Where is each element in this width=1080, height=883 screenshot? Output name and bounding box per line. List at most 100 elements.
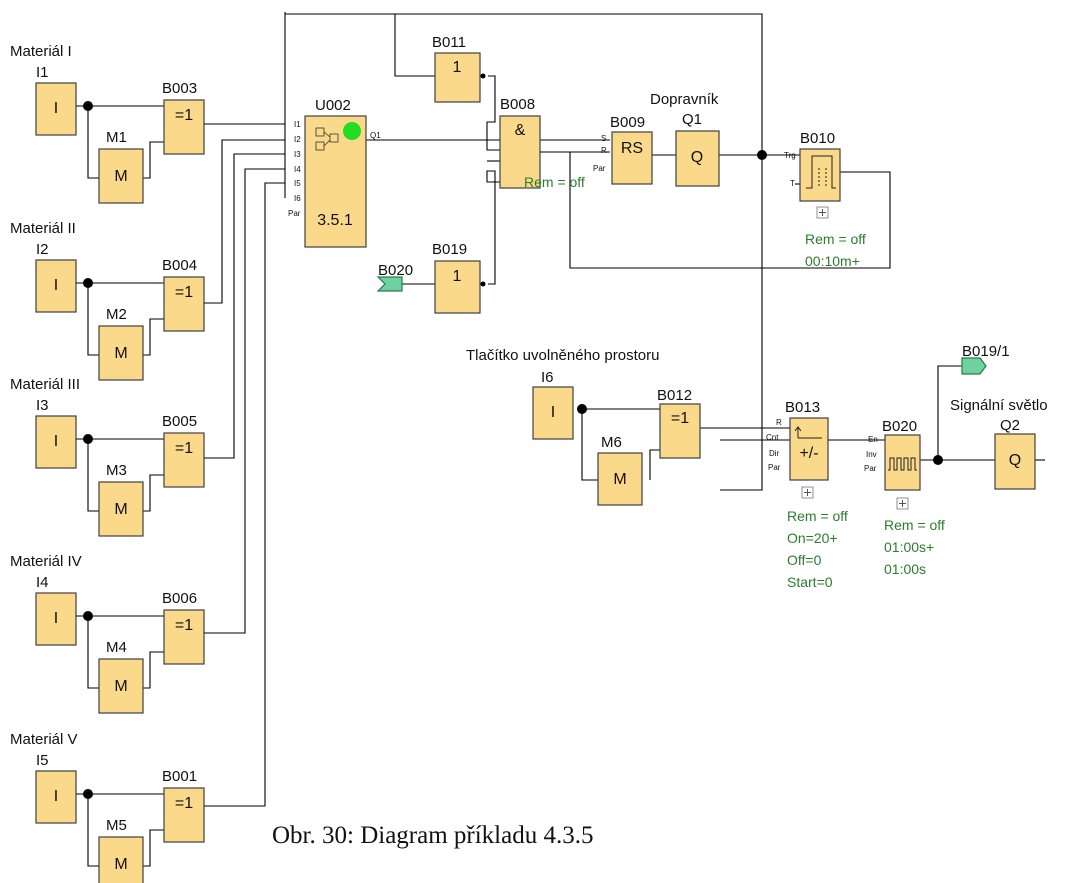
b009-pin-s: S [601,134,606,143]
output-block-q2[interactable]: Q2 Q [994,417,1036,490]
input-symbol: I [54,277,58,294]
xor-block-b012[interactable]: B012 =1 [657,387,701,459]
b008-symbol: & [515,122,526,139]
xor-name: B003 [162,80,197,97]
xor-block[interactable]: B001 =1 [162,768,205,843]
b013-param-off: Off=0 [787,552,822,568]
junction-dot [83,101,93,111]
output-block-q1[interactable]: Q1 Q [675,111,720,187]
b010-param-time: 00:10m+ [805,253,860,269]
b020-param-rem: Rem = off [884,517,945,533]
xor-name: B005 [162,413,197,430]
marker-block[interactable]: M3M [98,462,144,537]
q1-symbol: Q [691,149,703,166]
input-block[interactable]: I5I [35,752,77,824]
wires-to-udf [204,12,286,807]
marker-symbol: M [114,345,127,362]
pulse-block-b020[interactable]: B020 En Inv Par Rem = off 01:00s+ 01:00s [864,418,945,577]
junction-dot [83,611,93,621]
junction-dot [933,455,943,465]
b020-name: B020 [882,418,917,435]
udf-block-u002[interactable]: U002 I1 I2 I3 I4 I5 I6 Par Q1 3.5.1 [288,97,381,248]
i6-symbol: I [551,404,555,421]
xor-symbol: =1 [175,284,193,301]
xor-name: B006 [162,590,197,607]
marker-name: M2 [106,306,127,323]
xor-symbol: =1 [175,440,193,457]
marker-block[interactable]: M4M [98,639,144,714]
b013-name: B013 [785,399,820,416]
xor-block[interactable]: B005 =1 [162,413,205,488]
not-block-b011[interactable]: B011 1 [432,34,486,103]
m6-name: M6 [601,434,622,451]
m6-symbol: M [613,471,626,488]
button-input-i6[interactable]: I6 I [532,369,574,440]
input-block[interactable]: I3I [35,397,77,469]
xor-symbol: =1 [175,617,193,634]
pulse-train-icon [888,457,917,471]
b013-pin-dir: Dir [769,449,780,458]
material-title: Materiál IV [10,553,82,570]
q2-symbol: Q [1009,452,1021,469]
b013-pin-par: Par [768,463,781,472]
input-symbol: I [54,100,58,117]
b013-pin-r: R [776,418,782,427]
not-block-b019[interactable]: B019 1 [432,241,486,314]
b012-symbol: =1 [671,410,689,427]
wires-bottom [581,365,1045,481]
i6-name: I6 [541,369,554,386]
udf-pin-i4: I4 [294,165,301,174]
junction-dot [83,789,93,799]
marker-m6[interactable]: M6 M [597,434,643,506]
marker-name: M1 [106,129,127,146]
marker-name: M3 [106,462,127,479]
udf-pin-q1: Q1 [370,131,381,140]
b019-name: B019 [432,241,467,258]
and-block-b008[interactable]: B008 & [499,96,541,189]
marker-block[interactable]: M2M [98,306,144,381]
b008-name: B008 [500,96,535,113]
marker-name: M4 [106,639,127,656]
junction-dot [83,434,93,444]
material-title: Materiál V [10,731,78,748]
expand-icon[interactable] [801,486,814,499]
b010-param-rem: Rem = off [805,231,866,247]
xor-block[interactable]: B003 =1 [162,80,205,155]
b011-symbol: 1 [453,59,462,76]
flag-b019-output[interactable]: B019/1 [961,343,1010,375]
input-block[interactable]: I4I [35,574,77,646]
flag-b020-input[interactable]: B020 [376,262,413,292]
input-name: I4 [36,574,49,591]
counter-block-b013[interactable]: B013 R Cnt Dir Par +/- Rem = off On=20+ … [766,399,848,590]
input-block[interactable]: I2I [35,241,77,313]
b010-name: B010 [800,130,835,147]
marker-name: M5 [106,817,127,834]
xor-name: B001 [162,768,197,785]
xor-symbol: =1 [175,795,193,812]
button-title: Tlačítko uvolněného prostoru [466,347,659,364]
xor-block[interactable]: B004=1 [162,257,205,332]
flag-in-icon [376,276,403,292]
xor-block[interactable]: B006 =1 [162,590,205,665]
rs-block-b009[interactable]: B009 RS S R Par Rem = off [524,114,653,190]
marker-block[interactable]: M1M [98,129,144,204]
input-block[interactable]: I1I [35,64,77,136]
expand-icon[interactable] [896,497,909,510]
figure-caption: Obr. 30: Diagram příkladu 4.3.5 [272,822,593,849]
b009-name: B009 [610,114,645,131]
material-title: Materiál II [10,220,76,237]
q1-name: Q1 [682,111,702,128]
b009-pin-r: R [601,146,607,155]
input-group: Materiál IV I4I M4M B006 =1 [10,553,205,714]
expand-icon[interactable] [816,206,829,219]
b013-param-start: Start=0 [787,574,833,590]
q2-name: Q2 [1000,417,1020,434]
b009-symbol: RS [621,140,643,157]
timer-block-b010[interactable]: B010 Trg T Rem = off 00:10m+ [784,130,866,269]
xor-symbol: =1 [175,107,193,124]
marker-block[interactable]: M5M [98,817,144,883]
b011-name: B011 [432,34,466,51]
junction-dot [757,150,767,160]
